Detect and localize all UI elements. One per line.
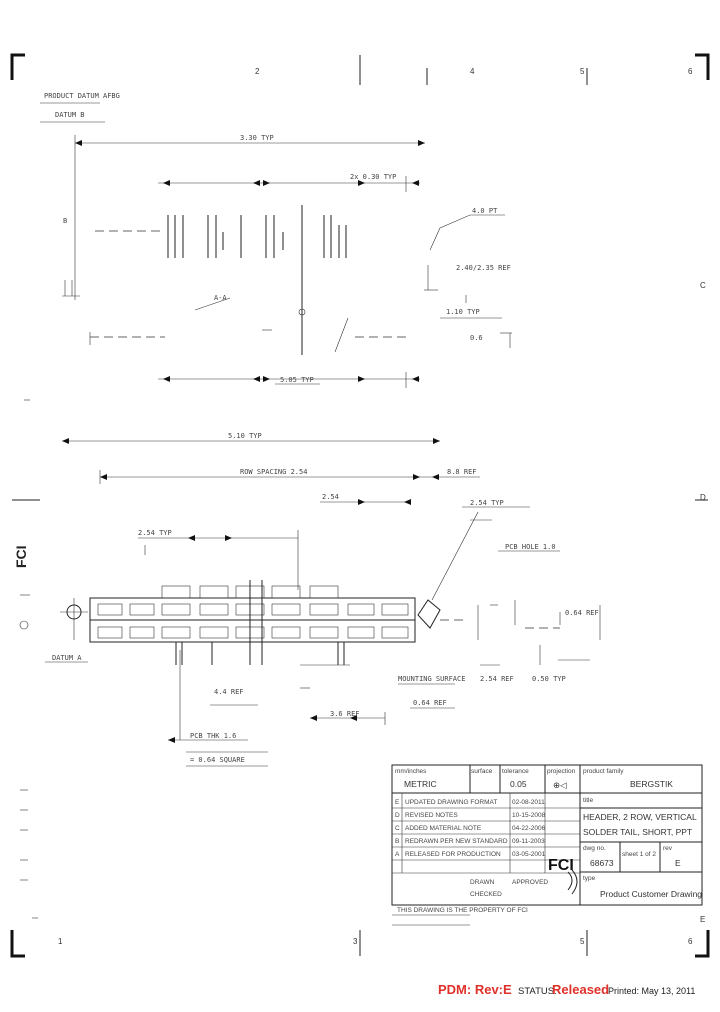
zone-top-6: 6 bbox=[688, 67, 693, 76]
top-note-5: 0.6 bbox=[470, 334, 483, 342]
status-value: Released bbox=[552, 982, 610, 997]
zone-right-c: C bbox=[700, 281, 706, 290]
top-datum-b: B bbox=[63, 217, 67, 225]
side-tol: 0.50 TYP bbox=[532, 675, 566, 683]
left-margin-marks bbox=[20, 789, 38, 919]
tb-title-label: title bbox=[583, 797, 594, 804]
side-tail-b: 0.64 REF bbox=[565, 609, 599, 617]
side-note-pcb2: = 0.64 SQUARE bbox=[190, 756, 245, 764]
rev-row-date: 04-22-2006 bbox=[512, 825, 546, 832]
tb-rev-label: rev bbox=[663, 845, 673, 852]
zone-right-d: D bbox=[700, 493, 706, 502]
zone-bottom-1: 1 bbox=[58, 937, 63, 946]
top-note-2: 4.0 PT bbox=[472, 207, 498, 215]
tb-title-line2: SOLDER TAIL, SHORT, PPT bbox=[583, 827, 692, 837]
tb-type-label: type bbox=[583, 875, 596, 882]
rev-row-date: 09-11-2003 bbox=[512, 838, 545, 845]
side-dim-top: ROW SPACING 2.54 bbox=[240, 468, 307, 476]
tb-title-line1: HEADER, 2 ROW, VERTICAL bbox=[583, 812, 697, 822]
top-dim-bottom: 5.10 TYP bbox=[228, 432, 262, 440]
svg-text:FCI: FCI bbox=[548, 857, 574, 874]
zone-bottom-3: 3 bbox=[353, 937, 358, 946]
tb-revision-table bbox=[392, 793, 580, 874]
side-dim-right: 2.54 TYP bbox=[470, 499, 504, 507]
status-label: STATUS: bbox=[518, 986, 557, 997]
zone-dividers bbox=[12, 55, 708, 956]
tb-unit-value: METRIC bbox=[404, 779, 437, 789]
zone-top-4: 4 bbox=[470, 67, 475, 76]
rev-row-desc: UPDATED DRAWING FORMAT bbox=[405, 799, 497, 806]
tb-sheet-label: sheet 1 of 2 bbox=[622, 851, 656, 858]
top-dim-lower: 5.05 TYP bbox=[280, 376, 314, 384]
tb-unit-header: mm/inches bbox=[395, 768, 427, 775]
top-view-header: PRODUCT DATUM AFBG bbox=[44, 92, 120, 100]
tb-approved: APPROVED bbox=[512, 879, 548, 886]
top-pin-bars bbox=[167, 205, 347, 355]
side-dim-ref: 8.8 REF bbox=[447, 468, 477, 476]
side-note-pcb: PCB THK 1.6 bbox=[190, 732, 236, 740]
tb-family-header: product family bbox=[583, 768, 624, 775]
tb-revision-rows: E UPDATED DRAWING FORMAT 02-08-2011 D RE… bbox=[395, 799, 546, 858]
top-section-label: A-A bbox=[214, 294, 227, 302]
top-note-3: 2.40/2.35 REF bbox=[456, 264, 511, 272]
pdm-revision: PDM: Rev:E bbox=[438, 982, 512, 997]
side-dim-tail: PCB HOLE 1.0 bbox=[505, 543, 556, 551]
side-view: ROW SPACING 2.54 8.8 REF 2.54 2.54 TYP 2… bbox=[13, 468, 601, 767]
tb-rev-value: E bbox=[675, 858, 681, 868]
frame-corners bbox=[10, 53, 710, 958]
rev-row-date: 10-15-2008 bbox=[512, 812, 546, 819]
rev-row-desc: REDRAWN PER NEW STANDARD bbox=[405, 838, 508, 845]
zone-labels: 2 4 5 6 1 3 5 6 C D E bbox=[58, 67, 706, 946]
zone-top-5: 5 bbox=[580, 67, 585, 76]
rev-row-code: B bbox=[395, 838, 399, 845]
rev-row-date: 03-05-2001 bbox=[512, 851, 546, 858]
zone-bottom-6: 6 bbox=[688, 937, 693, 946]
pin-blocks bbox=[97, 585, 409, 639]
title-block: mm/inches surface tolerance projection p… bbox=[391, 764, 703, 926]
top-note-4: 1.10 TYP bbox=[446, 308, 480, 316]
tb-drawn: DRAWN bbox=[470, 879, 495, 886]
side-tail-c: 0.64 REF bbox=[413, 699, 447, 707]
tb-checked: CHECKED bbox=[470, 891, 502, 898]
rev-row-code: C bbox=[395, 825, 400, 832]
tb-surface-header: surface bbox=[471, 768, 493, 775]
top-view: PRODUCT DATUM AFBG DATUM B 3.30 TYP 2x 0… bbox=[24, 92, 512, 444]
tb-projection-header: projection bbox=[547, 768, 576, 775]
zone-right-e: E bbox=[700, 915, 705, 924]
tb-drawing-label: dwg no. bbox=[583, 845, 606, 852]
zone-bottom-5: 5 bbox=[580, 937, 585, 946]
side-lower-c: 2.54 REF bbox=[480, 675, 514, 683]
tb-drawing-number: 68673 bbox=[590, 858, 614, 868]
side-mount-label: MOUNTING SURFACE bbox=[398, 675, 465, 683]
rev-row-code: E bbox=[395, 799, 400, 806]
tb-footer-note: THIS DRAWING IS THE PROPERTY OF FCI bbox=[397, 907, 528, 914]
fci-side-logo: FCI bbox=[13, 545, 29, 568]
top-view-datum: DATUM B bbox=[55, 111, 85, 119]
rev-row-date: 02-08-2011 bbox=[512, 799, 545, 806]
tb-fci-logo: FCI bbox=[548, 857, 578, 895]
top-note-1: 2x 0.30 TYP bbox=[350, 173, 396, 181]
tb-family-value: BERGSTIK bbox=[630, 779, 673, 789]
rev-row-desc: REVISED NOTES bbox=[405, 812, 458, 819]
zone-top-2: 2 bbox=[255, 67, 260, 76]
top-dim-upper: 3.30 TYP bbox=[240, 134, 274, 142]
rev-row-desc: ADDED MATERIAL NOTE bbox=[405, 825, 482, 832]
status-footer: PDM: Rev:E STATUS: Released Printed: May… bbox=[0, 978, 720, 1006]
tb-tolerance-header: tolerance bbox=[502, 768, 529, 775]
tb-projection-value: ⊕◁ bbox=[553, 780, 567, 790]
printed-date: Printed: May 13, 2011 bbox=[608, 986, 696, 996]
side-lower-b: 3.6 REF bbox=[330, 710, 360, 718]
side-dim-mid: 2.54 bbox=[322, 493, 339, 501]
rev-row-desc: RELEASED FOR PRODUCTION bbox=[405, 851, 501, 858]
rev-row-code: A bbox=[395, 851, 400, 858]
side-dim-pitch: 2.54 TYP bbox=[138, 529, 172, 537]
tb-tolerance-value: 0.05 bbox=[510, 779, 527, 789]
rev-row-code: D bbox=[395, 812, 400, 819]
tail-pins bbox=[175, 580, 345, 665]
tb-type-value: Product Customer Drawing bbox=[600, 889, 702, 899]
side-datum-label: DATUM A bbox=[52, 654, 82, 662]
side-lower-a: 4.4 REF bbox=[214, 688, 244, 696]
